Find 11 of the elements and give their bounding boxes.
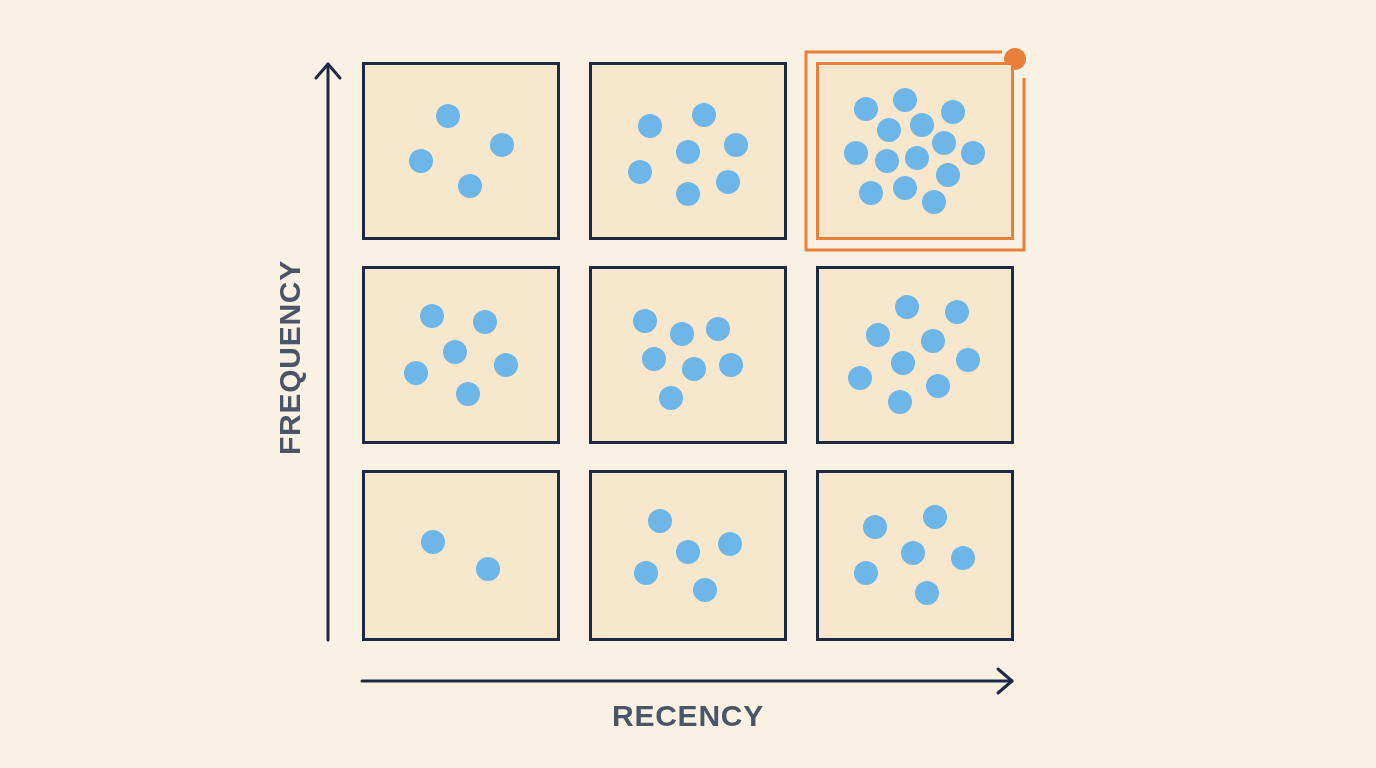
highlighted-grid-cell [816,62,1014,240]
grid-cell [589,62,787,240]
grid-cell [589,266,787,444]
grid-cell [816,470,1014,641]
grid-cell [362,470,560,641]
axis-label: FREQUENCY [272,259,308,455]
grid-cell [362,266,560,444]
axis-label: RECENCY [612,697,764,734]
grid-cell [589,470,787,641]
grid-cell [816,266,1014,444]
grid-cell [362,62,560,240]
